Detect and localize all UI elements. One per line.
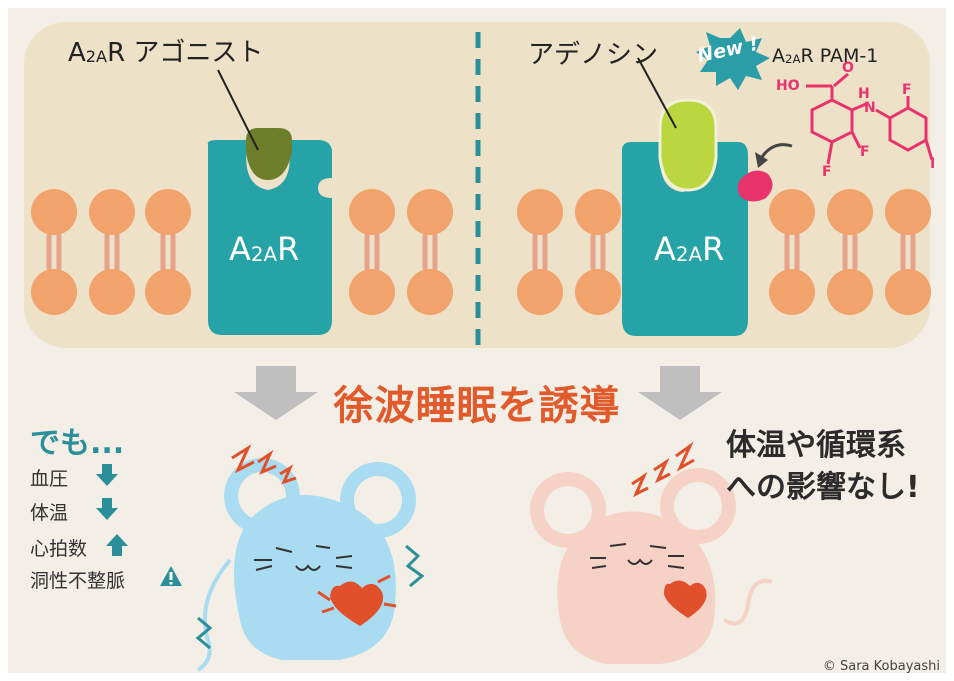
lipid [31,189,77,315]
right-receptor-label: A2AR [654,230,725,268]
atom-h: H [858,86,870,102]
lipid [769,189,815,315]
left-receptor-label: A2AR [229,230,300,268]
adenosine-label: アデノシン [528,40,659,70]
atom-i: I [930,156,936,172]
no-effect-line-1: 体温や循環系 [726,428,906,463]
right-receptor [622,142,748,336]
no-effect-line-2: への影響なし! [726,470,920,505]
headline: 徐波睡眠を誘導 [333,383,621,429]
warning-icon [160,566,182,586]
arrow-down-icon [96,498,118,520]
pam-label: A2AR PAM-1 [772,45,879,67]
atom-f3: F [822,164,832,180]
atom-f1: F [902,82,912,98]
pam-shape [737,170,773,202]
no-effect-text: 体温や循環系 への影響なし! [726,425,920,509]
lipid [885,189,931,315]
atom-n: N [864,100,876,116]
lipid [827,189,873,315]
side-effect-item: 血圧 [30,468,69,490]
atom-f2: F [860,144,870,160]
right-down-arrow [638,366,722,420]
lipid-bilayer [31,189,931,315]
side-effect-item: 洞性不整脈 [30,570,126,592]
right-mouse [530,441,773,664]
left-receptor [207,140,332,335]
lipid [407,189,453,315]
lipid [349,189,395,315]
arrow-up-icon [106,534,128,556]
arrow-down-icon [96,464,118,486]
side-effect-item: 体温 [30,502,69,524]
new-badge [696,28,770,90]
lipid [145,189,191,315]
lipid [517,189,563,315]
adenosine-pointer-line [637,57,677,129]
agonist-shape [246,128,292,180]
atom-o: O [842,60,854,76]
left-down-arrow [234,366,318,420]
pam-arrow-head [755,152,768,168]
side-effect-item: 心拍数 [30,538,88,560]
agonist-label: A2AR アゴニスト [68,38,264,68]
lipid [575,189,621,315]
credit: © Sara Kobayashi [822,659,940,674]
left-mouse [195,444,425,672]
agonist-pointer-line [217,69,259,151]
side-effects-title: でも... [30,426,125,461]
atom-ho: HO [776,78,800,94]
lipid [89,189,135,315]
pam-structure [806,72,934,165]
